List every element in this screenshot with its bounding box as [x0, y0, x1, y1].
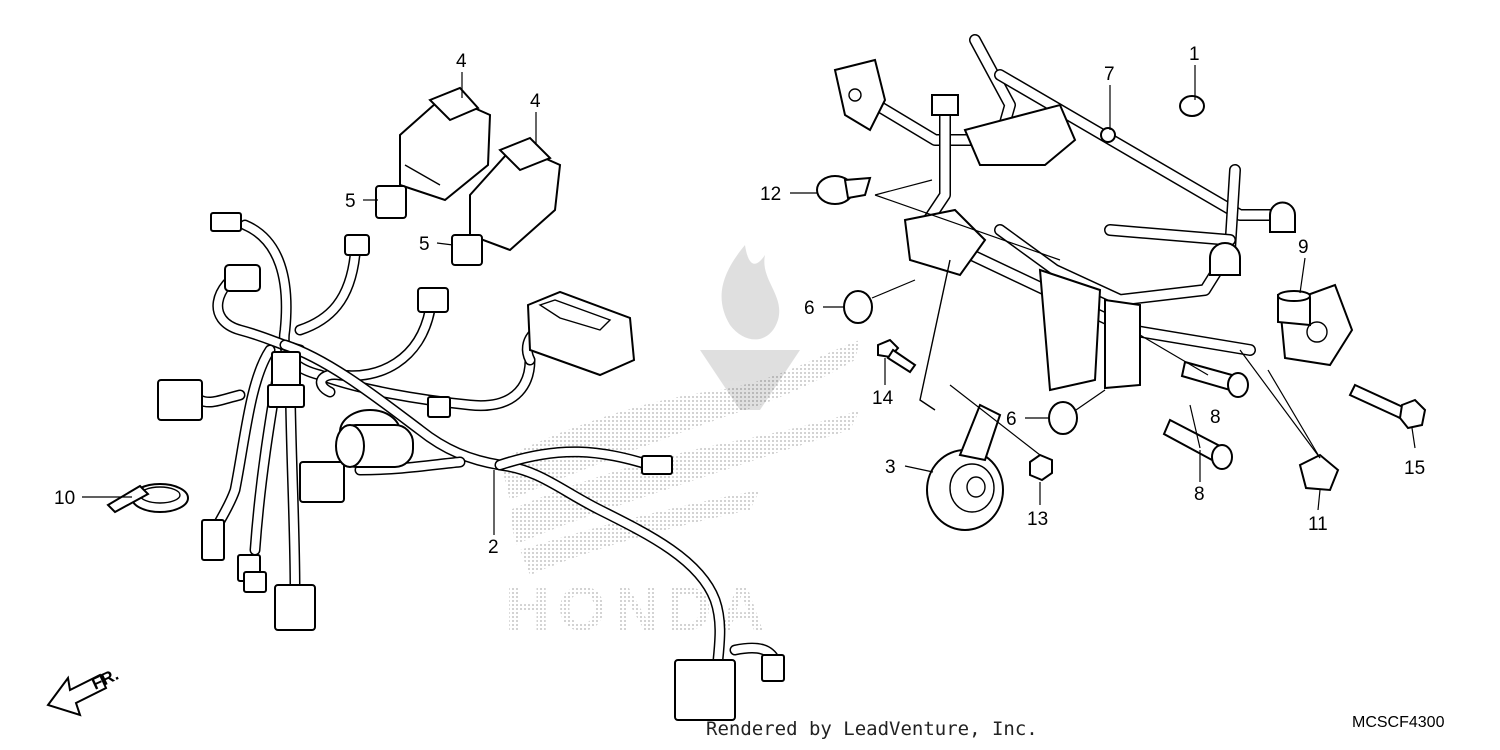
callout-5-left: 5: [345, 191, 356, 212]
callout-10: 10: [54, 488, 75, 509]
band-clip: [106, 483, 189, 514]
callout-4-right: 4: [530, 91, 541, 112]
callout-3: 3: [885, 457, 896, 478]
render-credit: Rendered by LeadVenture, Inc.: [706, 718, 1038, 740]
grommet-6-upper: [843, 290, 873, 324]
callout-15: 15: [1404, 458, 1425, 479]
bolt-14: [877, 338, 917, 374]
wire-harness: [157, 212, 785, 721]
nut-13: [1029, 453, 1053, 482]
callout-9: 9: [1298, 237, 1309, 258]
callout-6-upper: 6: [804, 298, 815, 319]
front-direction-arrow-icon: FR.: [46, 665, 122, 717]
relay-unit-left: [399, 86, 492, 202]
grommet-1: [1179, 95, 1205, 117]
callout-11: 11: [1308, 514, 1328, 535]
collar-9: [1277, 290, 1311, 327]
callout-4-left: 4: [456, 51, 467, 72]
honda-wing-watermark: HONDA: [500, 340, 860, 644]
callout-8-upper: 8: [1210, 407, 1221, 428]
clip-12: [816, 175, 872, 205]
flame-logo-watermark: [700, 245, 800, 410]
relay-socket-left: [375, 185, 407, 219]
callout-1: 1: [1189, 44, 1200, 65]
grommet-6-lower: [1048, 401, 1078, 435]
bolt-8-lower: [1162, 418, 1233, 470]
honda-wordmark-watermark: HONDA: [505, 575, 772, 644]
bolt-15: [1348, 383, 1427, 430]
clip-11: [1298, 453, 1340, 492]
callout-5-right: 5: [419, 234, 430, 255]
callout-2: 2: [488, 537, 499, 558]
callout-13: 13: [1027, 509, 1048, 530]
leader-lines: [82, 65, 1416, 535]
bolt-8-upper: [1180, 360, 1249, 398]
callout-8-lower: 8: [1194, 484, 1205, 505]
relay-socket-right: [451, 234, 483, 266]
callout-7: 7: [1104, 64, 1115, 85]
clip-7: [1100, 127, 1116, 143]
horn-3: [926, 403, 1004, 531]
callout-6-lower: 6: [1006, 409, 1017, 430]
callout-12: 12: [760, 184, 781, 205]
diagram-code: MCSCF4300: [1352, 714, 1445, 731]
callout-14: 14: [872, 388, 894, 409]
frame-bracket: [833, 34, 1354, 411]
